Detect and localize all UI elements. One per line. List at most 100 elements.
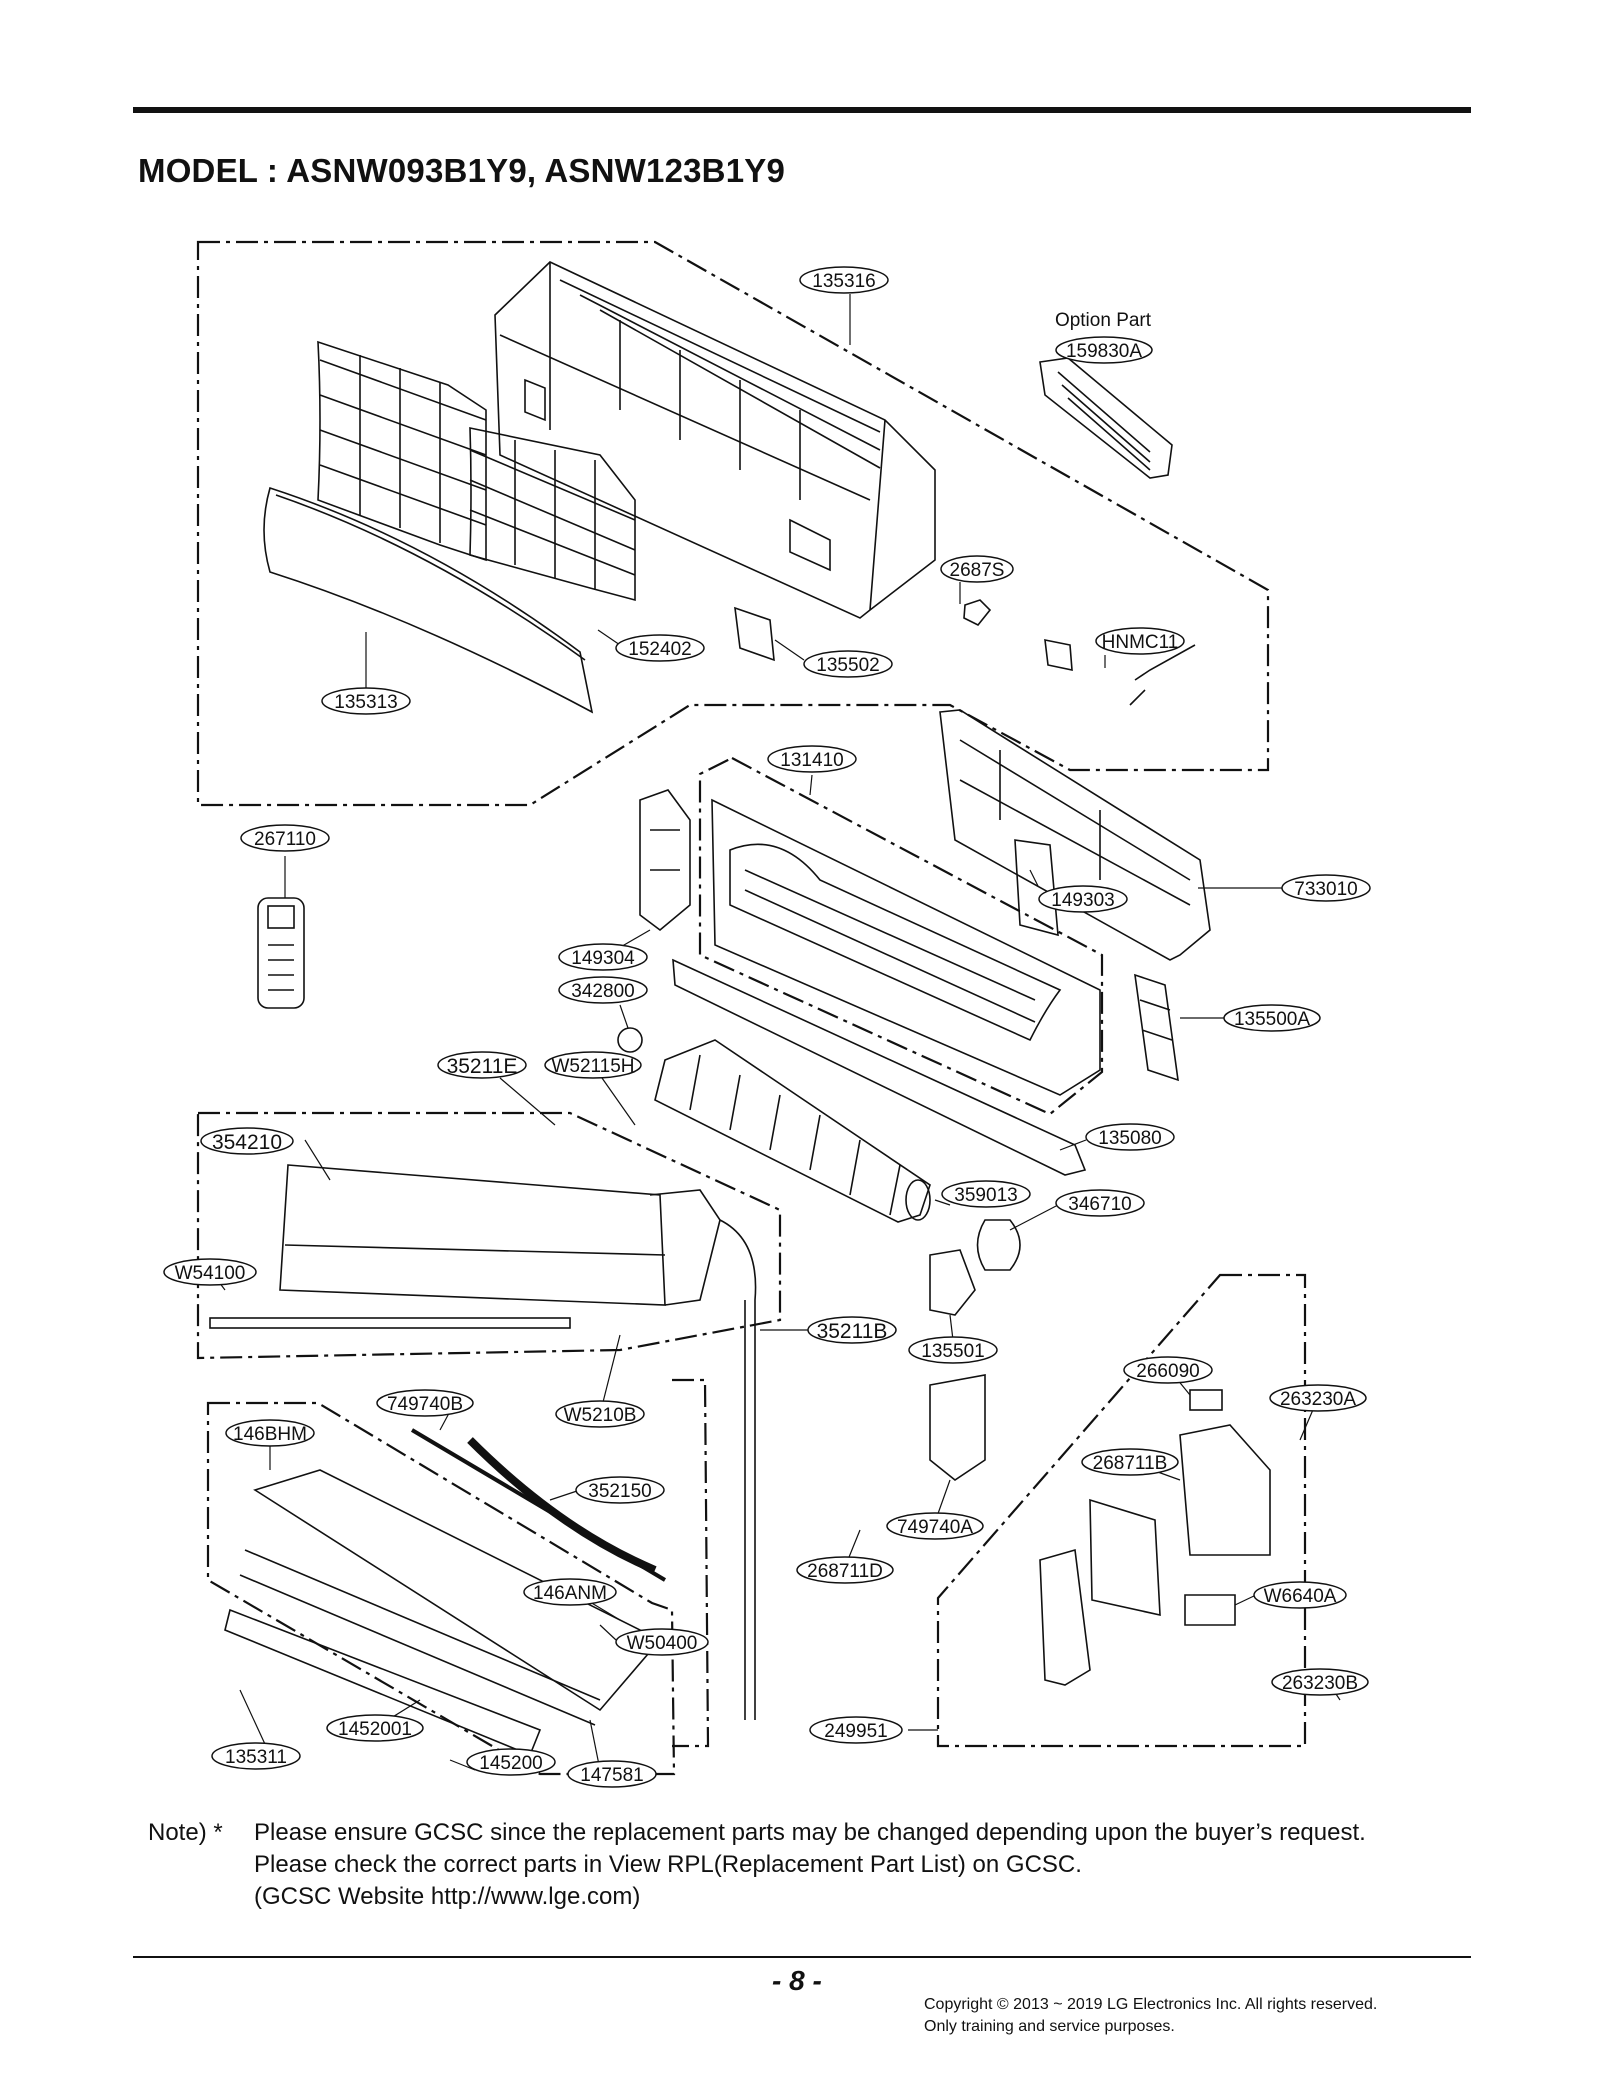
callout-W50400-label: W50400 xyxy=(627,1633,698,1654)
callout-131410: 131410 xyxy=(767,745,857,773)
callout-149303: 149303 xyxy=(1038,885,1128,913)
vane-assembly xyxy=(224,1469,662,1757)
fan-motor xyxy=(976,1219,1021,1271)
callout-152402: 152402 xyxy=(615,634,705,662)
drain-hose-749740B xyxy=(410,1428,667,1582)
bottom-rule xyxy=(133,1956,1471,1958)
callout-152402-label: 152402 xyxy=(628,639,691,660)
callout-342800-label: 342800 xyxy=(571,981,634,1002)
callout-2687S-label: 2687S xyxy=(950,560,1005,581)
group-boundary-front-chassis xyxy=(196,240,1270,807)
sensor-HNMC11 xyxy=(1044,638,1196,706)
callout-W5210B: W5210B xyxy=(555,1400,645,1428)
callout-354210: 354210 xyxy=(200,1127,294,1155)
callout-135080: 135080 xyxy=(1085,1123,1175,1151)
callout-W54100-label: W54100 xyxy=(175,1263,246,1284)
callout-263230B: 263230B xyxy=(1271,1668,1369,1696)
callout-149304: 149304 xyxy=(558,943,648,971)
callout-135080-label: 135080 xyxy=(1098,1128,1161,1149)
callout-359013: 359013 xyxy=(941,1180,1031,1208)
part-drawings xyxy=(209,261,1271,1757)
callout-135311-label: 135311 xyxy=(225,1747,287,1768)
callout-733010-label: 733010 xyxy=(1294,879,1357,900)
callout-135501: 135501 xyxy=(908,1336,998,1364)
callout-268711B: 268711B xyxy=(1081,1448,1179,1476)
callout-135311: 135311 xyxy=(211,1742,301,1770)
control-box xyxy=(1039,1424,1271,1686)
leader-lines xyxy=(209,294,1341,1771)
page-number: - 8 - xyxy=(772,1965,822,1996)
callout-131410-label: 131410 xyxy=(780,750,843,771)
callout-35211E: 35211E xyxy=(437,1051,527,1079)
group-boundary-evaporator xyxy=(196,1111,782,1360)
callout-359013-label: 359013 xyxy=(954,1185,1017,1206)
main-chassis xyxy=(494,261,936,619)
callout-135316-label: 135316 xyxy=(812,271,875,292)
callout-147581: 147581 xyxy=(567,1760,657,1788)
callout-354210-label: 354210 xyxy=(212,1131,282,1154)
filter-right xyxy=(469,427,636,602)
callout-147581-label: 147581 xyxy=(580,1765,643,1786)
callout-346710: 346710 xyxy=(1055,1189,1145,1217)
note-line1: Please ensure GCSC since the replacement… xyxy=(254,1819,1366,1846)
remote-control xyxy=(257,897,305,1009)
callout-146BHM-label: 146BHM xyxy=(233,1424,307,1445)
callout-W5210B-label: W5210B xyxy=(564,1405,637,1426)
callout-35211E-label: 35211E xyxy=(447,1055,518,1078)
callout-342800: 342800 xyxy=(558,976,648,1004)
group-boundary-cabinet xyxy=(698,756,1104,1116)
callout-W6640A-label: W6640A xyxy=(1264,1586,1337,1607)
motor-holder xyxy=(929,1249,976,1316)
callout-266090-label: 266090 xyxy=(1136,1361,1199,1382)
callout-135316: 135316 xyxy=(799,266,889,294)
callout-135502: 135502 xyxy=(803,650,893,678)
cover-749740A xyxy=(929,1374,986,1481)
copyright-line1: Copyright © 2013 ~ 2019 LG Electronics I… xyxy=(924,1996,1378,2013)
installation-plate xyxy=(939,709,1211,961)
copyright-line2: Only training and service purposes. xyxy=(924,2018,1175,2035)
callout-249951-label: 249951 xyxy=(824,1721,887,1742)
bracket-135500A xyxy=(1134,973,1179,1082)
callout-268711D: 268711D xyxy=(796,1556,894,1584)
callout-135500A: 135500A xyxy=(1223,1004,1321,1032)
bracket-149304 xyxy=(639,789,691,932)
callout-267110-label: 267110 xyxy=(254,829,316,850)
rail-135080 xyxy=(672,958,1087,1176)
callout-135502-label: 135502 xyxy=(816,655,879,676)
callout-749740B-label: 749740B xyxy=(387,1394,463,1415)
callout-35211B-label: 35211B xyxy=(817,1320,888,1343)
callout-263230A-label: 263230A xyxy=(1280,1389,1356,1410)
option-module xyxy=(1039,357,1173,479)
callout-146ANM-label: 146ANM xyxy=(533,1583,607,1604)
callout-249951: 249951 xyxy=(809,1716,903,1744)
callout-352150: 352150 xyxy=(575,1476,665,1504)
callout-749740A: 749740A xyxy=(886,1512,984,1540)
callout-146BHM: 146BHM xyxy=(225,1419,315,1447)
callout-145200-label: 145200 xyxy=(479,1753,542,1774)
callout-1452001: 1452001 xyxy=(326,1714,424,1742)
bearing-342800 xyxy=(617,1027,643,1053)
callout-135500A-label: 135500A xyxy=(1234,1009,1310,1030)
callout-135501-label: 135501 xyxy=(921,1341,984,1362)
note-lead: Note) * xyxy=(148,1819,223,1846)
callout-HNMC11-label: HNMC11 xyxy=(1102,632,1179,653)
callout-263230B-label: 263230B xyxy=(1282,1673,1358,1694)
evaporator xyxy=(279,1164,757,1720)
callout-749740A-label: 749740A xyxy=(897,1517,973,1538)
top-rule xyxy=(133,107,1471,113)
callout-145200: 145200 xyxy=(466,1748,556,1776)
part-266090 xyxy=(1189,1389,1223,1411)
callout-HNMC11: HNMC11 xyxy=(1095,627,1185,655)
cabinet-frame xyxy=(711,798,1101,1096)
callout-135313-label: 135313 xyxy=(334,692,397,713)
option-part-label: Option Part xyxy=(1055,310,1152,331)
callout-346710-label: 346710 xyxy=(1068,1194,1131,1215)
callout-268711B-label: 268711B xyxy=(1093,1453,1168,1474)
callout-2687S: 2687S xyxy=(940,555,1014,583)
callout-149304-label: 149304 xyxy=(571,948,635,969)
callout-W52115H: W52115H xyxy=(544,1051,642,1079)
callout-352150-label: 352150 xyxy=(588,1481,651,1502)
cross-flow-fan xyxy=(654,1039,931,1223)
callout-W52115H-label: W52115H xyxy=(551,1056,634,1077)
